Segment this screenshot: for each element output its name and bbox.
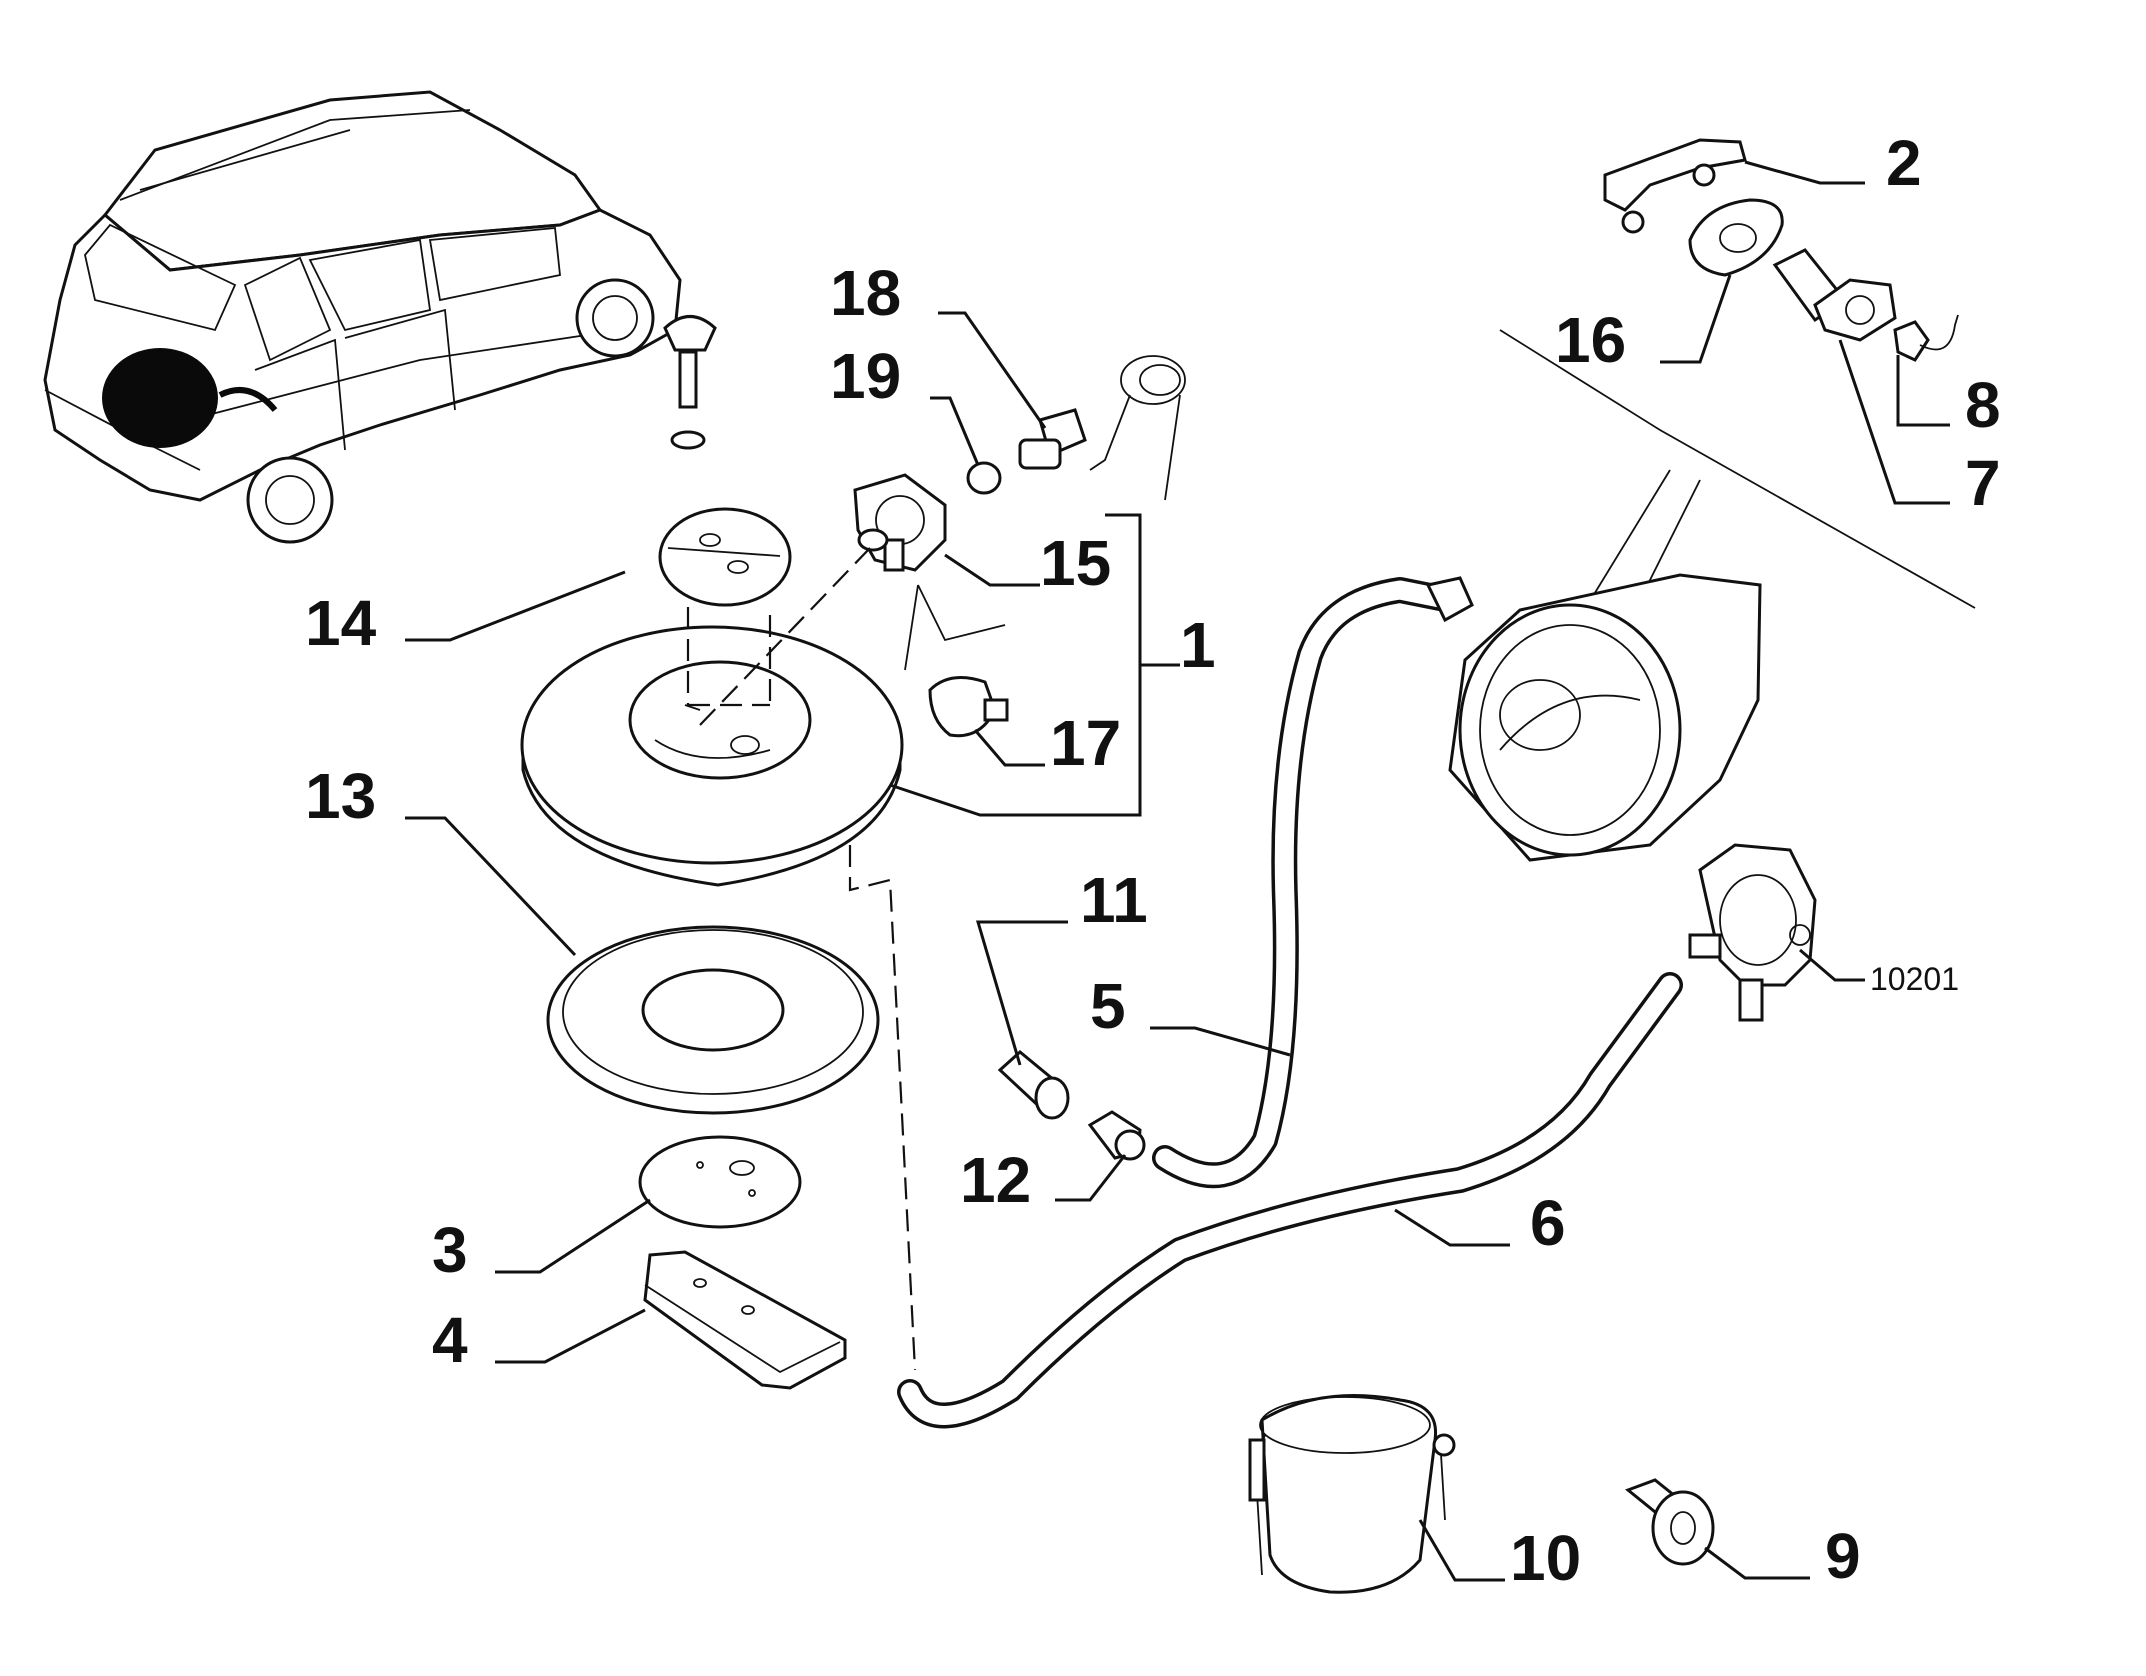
part-6-hose [897,972,1683,1429]
callout-2: 2 [1886,127,1922,199]
part-8-connector [1893,314,1959,362]
part-9-knob [1625,1478,1715,1566]
car-illustration [43,90,717,544]
reference-code-10201: 10201 [1870,961,1959,997]
part-16-gasket [1688,198,1784,277]
part-7-valve [1772,248,1897,342]
callout-19: 19 [830,340,901,412]
callout-11: 11 [1080,864,1148,936]
part-13-ring [546,925,880,1115]
callout-18: 18 [830,257,901,329]
callout-4: 4 [432,1304,468,1376]
part-10-bag [1248,1394,1456,1594]
part-15-valve [853,473,947,572]
callout-8: 8 [1965,369,2001,441]
callout-9: 9 [1825,1520,1861,1592]
callout-3: 3 [432,1214,468,1286]
part-10201-valve [1688,843,1817,1022]
part-11-sleeve [997,1050,1070,1120]
coiled-tube [1089,355,1186,501]
callout-6: 6 [1530,1187,1566,1259]
callout-5: 5 [1090,970,1126,1042]
callout-16: 16 [1555,304,1626,376]
filler-housing [1448,329,1976,862]
callout-14: 14 [305,587,377,659]
callout-17: 17 [1050,707,1121,779]
callout-10: 10 [1510,1522,1581,1594]
part-1-tank [520,625,904,887]
leader-lines [405,160,1950,1582]
callout-15: 15 [1040,527,1111,599]
part-2-bracket [1603,138,1747,234]
part-17-nut [928,676,1009,738]
part-4-bracket [643,1250,847,1390]
part-18-fitting [1018,408,1087,470]
callout-12: 12 [960,1144,1031,1216]
part-3-plate [638,1135,802,1229]
part-14-cover [658,507,792,607]
callout-1: 1 [1180,609,1216,681]
callout-7: 7 [1965,447,2001,519]
part-12-bolt [1087,1110,1146,1161]
part-5-hose [1152,576,1474,1189]
part-19-cap [966,461,1002,495]
callout-13: 13 [305,760,376,832]
